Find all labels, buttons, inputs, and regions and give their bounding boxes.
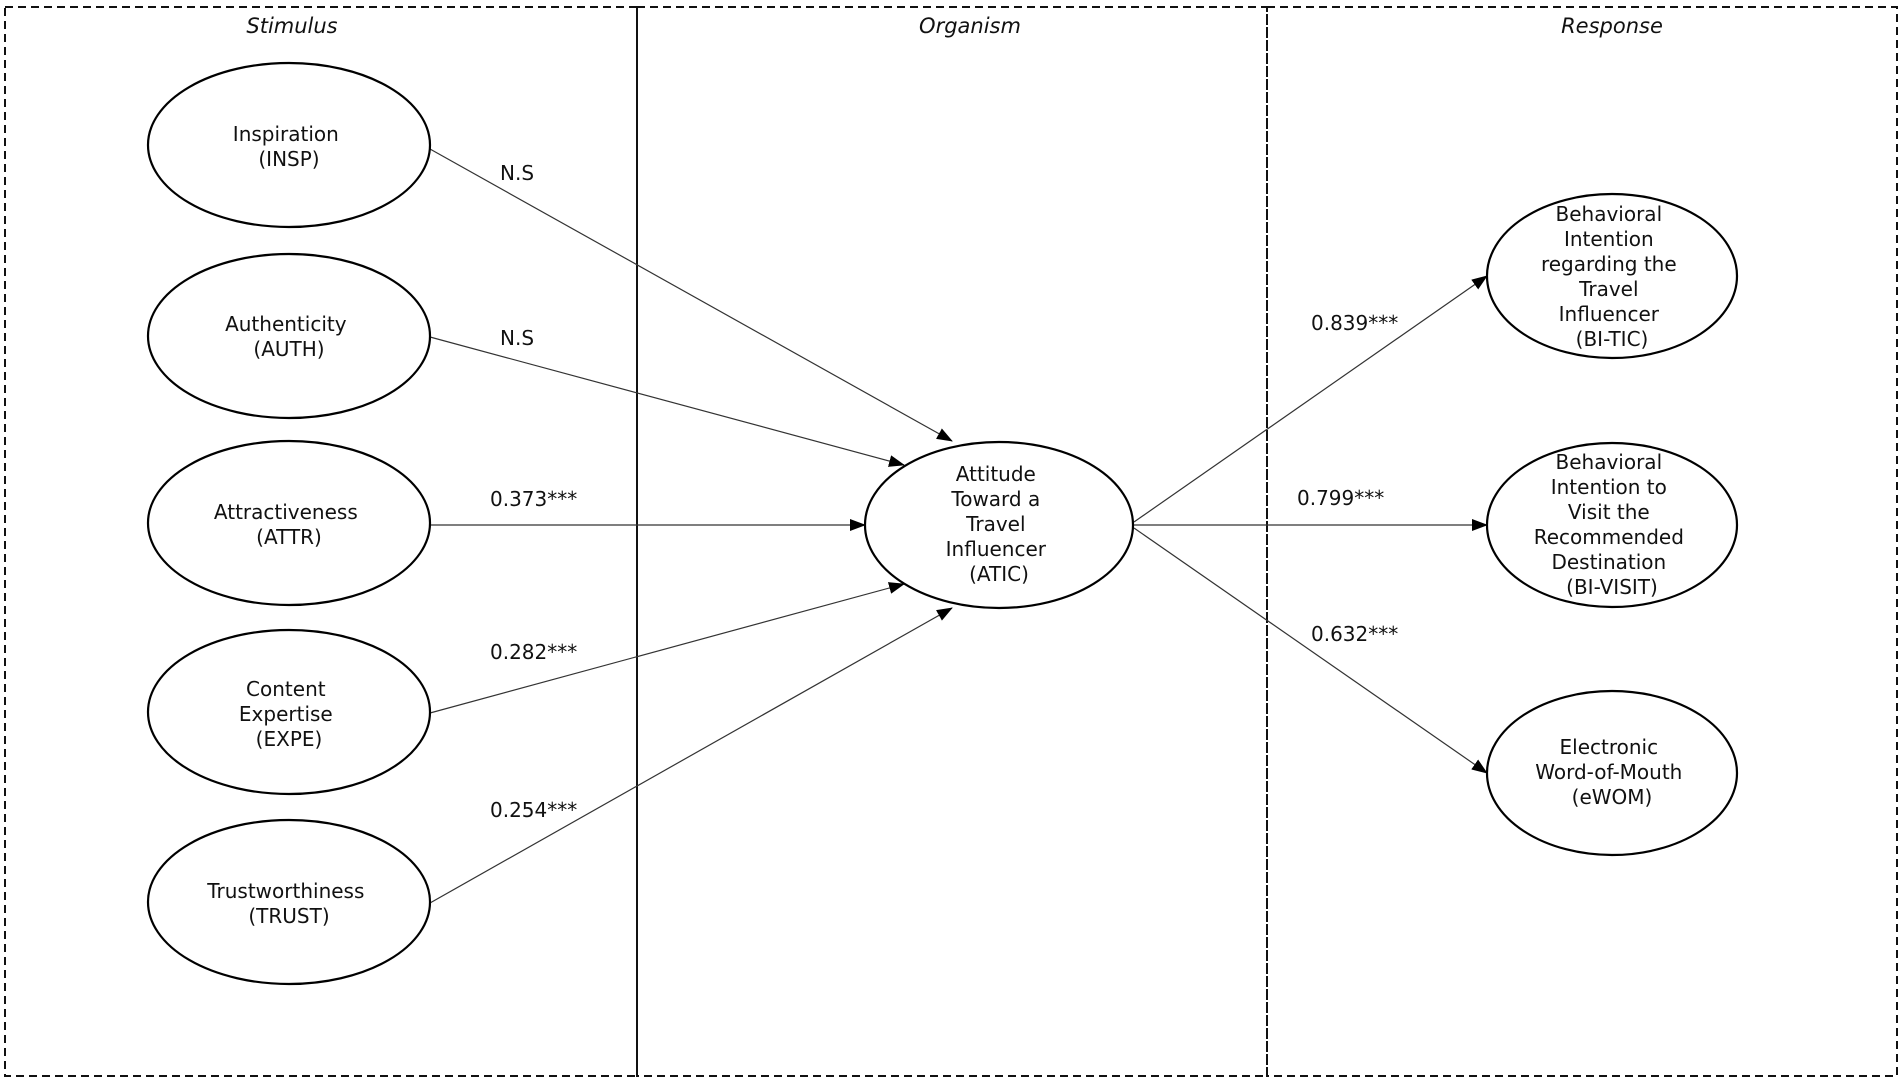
- node-insp-shape: [146, 61, 432, 229]
- node-expe-line: Content: [246, 677, 326, 701]
- node-atic-shape: [863, 440, 1135, 610]
- node-bitic-label: Behavioral Intention regarding the Trave…: [1541, 202, 1683, 351]
- node-trust-line: (TRUST): [248, 904, 329, 928]
- node-atic-line: (ATIC): [969, 562, 1029, 586]
- node-bitic-line: regarding the: [1541, 252, 1677, 276]
- node-bitic: Behavioral Intention regarding the Trave…: [1485, 192, 1739, 360]
- node-attr-label: Attractiveness (ATTR): [214, 500, 364, 549]
- organism-title: Organism: [919, 14, 1021, 38]
- node-bitic-shape: [1485, 192, 1739, 360]
- path-trust-to-atic: [429, 607, 953, 904]
- node-bivisit-line: Behavioral: [1556, 450, 1663, 474]
- node-ewom-line: Electronic: [1560, 735, 1659, 759]
- node-bivisit-line: (BI-VISIT): [1566, 575, 1658, 599]
- node-expe-label: Content Expertise (EXPE): [239, 677, 339, 751]
- node-trust-label: Trustworthiness (TRUST): [206, 879, 371, 928]
- path-auth-to-atic: [429, 336, 905, 467]
- path-insp-to-atic: [429, 148, 953, 442]
- node-trust: Trustworthiness (TRUST): [146, 818, 432, 986]
- stimulus-title: Stimulus: [246, 14, 337, 38]
- path-label-attr: 0.373***: [490, 487, 577, 511]
- node-ewom: Electronic Word-of-Mouth (eWOM): [1485, 689, 1739, 857]
- path-label-bivisit: 0.799***: [1297, 486, 1384, 510]
- node-atic-line: Attitude: [956, 462, 1036, 486]
- node-attr-shape: [146, 439, 432, 607]
- node-auth: Authenticity (AUTH): [146, 252, 432, 420]
- node-ewom-shape: [1485, 689, 1739, 857]
- node-auth-line: (AUTH): [253, 337, 324, 361]
- node-bitic-line: Travel: [1578, 277, 1638, 301]
- node-insp-label: Inspiration (INSP): [233, 122, 345, 171]
- response-title: Response: [1561, 14, 1663, 38]
- node-expe-line: Expertise: [239, 702, 333, 726]
- path-arrows: N.S N.S 0.373*** 0.282*** 0.254*** 0.839…: [429, 148, 1488, 904]
- node-auth-label: Authenticity (AUTH): [225, 312, 353, 361]
- node-ewom-label: Electronic Word-of-Mouth (eWOM): [1535, 735, 1688, 809]
- node-ewom-line: (eWOM): [1572, 785, 1653, 809]
- node-bivisit-line: Intention to: [1551, 475, 1667, 499]
- path-expe-to-atic: [429, 582, 905, 714]
- node-bivisit: Behavioral Intention to Visit the Recomm…: [1485, 441, 1739, 609]
- node-atic-line: Toward a: [950, 487, 1040, 511]
- path-label-trust: 0.254***: [490, 798, 577, 822]
- node-bivisit-shape: [1485, 441, 1739, 609]
- node-bivisit-line: Recommended: [1534, 525, 1684, 549]
- path-label-expe: 0.282***: [490, 640, 577, 664]
- node-auth-line: Authenticity: [225, 312, 347, 336]
- path-label-auth: N.S: [500, 326, 534, 350]
- node-bitic-line: Influencer: [1559, 302, 1660, 326]
- node-atic-label: Attitude Toward a Travel Influencer (ATI…: [946, 462, 1053, 586]
- node-atic-line: Influencer: [946, 537, 1047, 561]
- path-atic-to-ewom: [1133, 527, 1488, 774]
- node-bitic-line: Intention: [1564, 227, 1654, 251]
- node-insp-line: Inspiration: [233, 122, 339, 146]
- path-label-ewom: 0.632***: [1311, 622, 1398, 646]
- path-label-insp: N.S: [500, 161, 534, 185]
- node-bivisit-label: Behavioral Intention to Visit the Recomm…: [1534, 450, 1691, 599]
- path-label-bitic: 0.839***: [1311, 311, 1398, 335]
- node-insp: Inspiration (INSP): [146, 61, 432, 229]
- node-attr-line: Attractiveness: [214, 500, 358, 524]
- stimulus-panel: [4, 6, 638, 1077]
- path-atic-to-bitic: [1133, 275, 1488, 523]
- node-atic-line: Travel: [965, 512, 1025, 536]
- node-auth-shape: [146, 252, 432, 420]
- node-expe-shape: [146, 628, 432, 796]
- node-bitic-line: Behavioral: [1556, 202, 1663, 226]
- node-bivisit-line: Destination: [1551, 550, 1666, 574]
- node-expe-line: (EXPE): [256, 727, 323, 751]
- node-trust-line: Trustworthiness: [206, 879, 364, 903]
- node-trust-shape: [146, 818, 432, 986]
- node-atic: Attitude Toward a Travel Influencer (ATI…: [863, 440, 1135, 610]
- node-insp-line: (INSP): [258, 147, 319, 171]
- node-attr: Attractiveness (ATTR): [146, 439, 432, 607]
- response-panel: [1266, 6, 1898, 1077]
- node-bitic-line: (BI-TIC): [1576, 327, 1649, 351]
- node-expe: Content Expertise (EXPE): [146, 628, 432, 796]
- node-bivisit-line: Visit the: [1568, 500, 1650, 524]
- node-attr-line: (ATTR): [256, 525, 322, 549]
- node-ewom-line: Word-of-Mouth: [1535, 760, 1682, 784]
